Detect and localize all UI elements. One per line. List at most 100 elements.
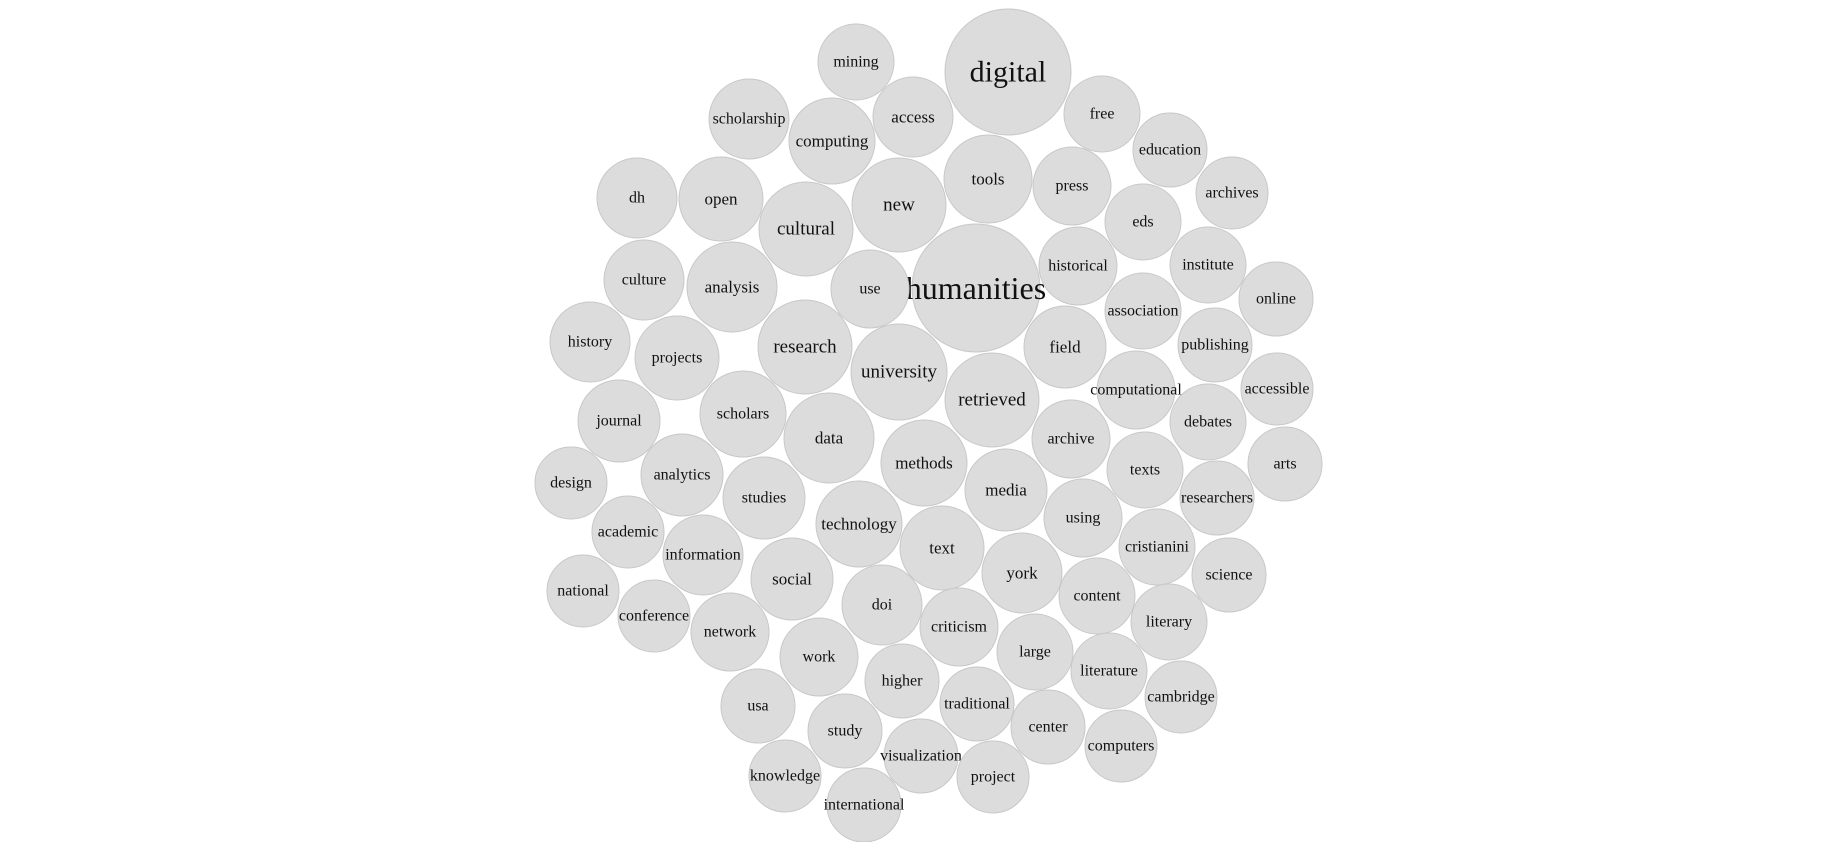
bubble-cultural: cultural (758, 181, 854, 277)
bubble-label-field: field (1049, 338, 1081, 357)
bubble-circle-higher (864, 643, 940, 719)
bubble-label-historical: historical (1048, 258, 1108, 275)
bubble-retrieved: retrieved (944, 352, 1040, 448)
bubble-label-network: network (704, 624, 756, 641)
bubble-circle-social (750, 537, 834, 621)
bubble-circle-international (826, 767, 902, 842)
bubble-cristianini: cristianini (1118, 508, 1196, 586)
bubble-circle-institute (1169, 226, 1247, 304)
bubble-circle-eds (1104, 183, 1182, 261)
bubble-label-humanities: humanities (906, 270, 1046, 306)
bubble-label-free: free (1090, 106, 1115, 123)
bubble-information: information (662, 514, 744, 596)
bubble-circle-researchers (1179, 460, 1255, 536)
bubble-label-press: press (1056, 178, 1089, 195)
bubble-history: history (549, 301, 631, 383)
bubble-label-scholars: scholars (717, 406, 769, 423)
bubble-knowledge: knowledge (748, 739, 822, 813)
bubble-circle-science (1191, 537, 1267, 613)
bubble-mining: mining (817, 23, 895, 101)
bubble-debates: debates (1169, 383, 1247, 461)
bubble-circle-knowledge (748, 739, 822, 813)
bubble-label-usa: usa (747, 698, 768, 715)
bubble-center: center (1010, 689, 1086, 765)
bubble-use: use (830, 249, 910, 329)
bubble-circle-texts (1106, 431, 1184, 509)
bubble-scholarship: scholarship (708, 78, 790, 160)
bubble-circle-historical (1038, 226, 1118, 306)
bubble-label-project: project (971, 769, 1016, 786)
bubble-label-education: education (1139, 142, 1201, 159)
bubble-circle-accessible (1240, 352, 1314, 426)
bubble-circle-education (1132, 112, 1208, 188)
bubble-label-text: text (929, 539, 955, 558)
bubble-circle-computing (788, 97, 876, 185)
bubble-label-studies: studies (742, 490, 786, 507)
bubble-cambridge: cambridge (1144, 660, 1218, 734)
bubble-label-literary: literary (1146, 614, 1192, 631)
bubble-york: york (981, 532, 1063, 614)
bubble-circle-journal (577, 379, 661, 463)
bubble-international: international (824, 767, 905, 842)
bubble-label-association: association (1107, 303, 1178, 320)
bubble-label-debates: debates (1184, 414, 1232, 431)
bubble-circle-project (956, 740, 1030, 814)
bubble-label-texts: texts (1130, 462, 1160, 479)
bubble-publishing: publishing (1177, 307, 1253, 383)
bubble-circle-tools (943, 134, 1033, 224)
bubble-circle-open (678, 156, 764, 242)
bubble-label-doi: doi (872, 597, 893, 614)
bubble-label-institute: institute (1182, 257, 1234, 274)
bubble-circle-usa (720, 668, 796, 744)
bubble-tools: tools (943, 134, 1033, 224)
bubble-new: new (851, 157, 947, 253)
bubble-circle-use (830, 249, 910, 329)
bubble-archive: archive (1031, 399, 1111, 479)
bubble-circle-study (807, 693, 883, 769)
bubble-circle-retrieved (944, 352, 1040, 448)
bubble-label-accessible: accessible (1245, 381, 1310, 398)
bubble-label-digital: digital (970, 56, 1047, 89)
bubble-circle-university (850, 323, 948, 421)
bubble-label-researchers: researchers (1181, 490, 1253, 507)
bubble-label-traditional: traditional (944, 696, 1010, 713)
bubble-label-scholarship: scholarship (713, 111, 786, 128)
bubble-online: online (1238, 261, 1314, 337)
bubble-circle-association (1104, 272, 1182, 350)
bubble-label-analytics: analytics (654, 467, 711, 484)
bubble-label-technology: technology (821, 515, 897, 534)
bubble-label-culture: culture (622, 272, 666, 289)
bubble-journal: journal (577, 379, 661, 463)
bubble-media: media (964, 448, 1048, 532)
bubble-circle-mining (817, 23, 895, 101)
bubble-circle-doi (841, 564, 923, 646)
bubble-traditional: traditional (939, 666, 1015, 742)
bubble-label-cristianini: cristianini (1125, 539, 1190, 556)
bubble-circle-field (1023, 305, 1107, 389)
bubble-university: university (850, 323, 948, 421)
bubble-national: national (546, 554, 620, 628)
bubble-label-arts: arts (1273, 456, 1296, 473)
bubble-computers: computers (1084, 709, 1158, 783)
bubble-label-research: research (773, 337, 837, 358)
bubble-association: association (1104, 272, 1182, 350)
bubble-label-study: study (828, 723, 863, 740)
bubble-label-online: online (1256, 291, 1296, 308)
bubble-label-knowledge: knowledge (750, 768, 820, 785)
bubble-archives: archives (1195, 156, 1269, 230)
bubble-circle-cultural (758, 181, 854, 277)
bubble-circle-network (690, 592, 770, 672)
bubble-label-computing: computing (796, 132, 869, 151)
bubble-label-social: social (772, 570, 812, 589)
bubble-circle-press (1032, 146, 1112, 226)
bubble-label-using: using (1066, 510, 1101, 527)
bubble-texts: texts (1106, 431, 1184, 509)
bubble-label-higher: higher (882, 673, 924, 690)
bubble-circle-information (662, 514, 744, 596)
bubble-usa: usa (720, 668, 796, 744)
bubble-eds: eds (1104, 183, 1182, 261)
bubble-studies: studies (722, 456, 806, 540)
bubble-work: work (779, 617, 859, 697)
bubble-using: using (1043, 478, 1123, 558)
